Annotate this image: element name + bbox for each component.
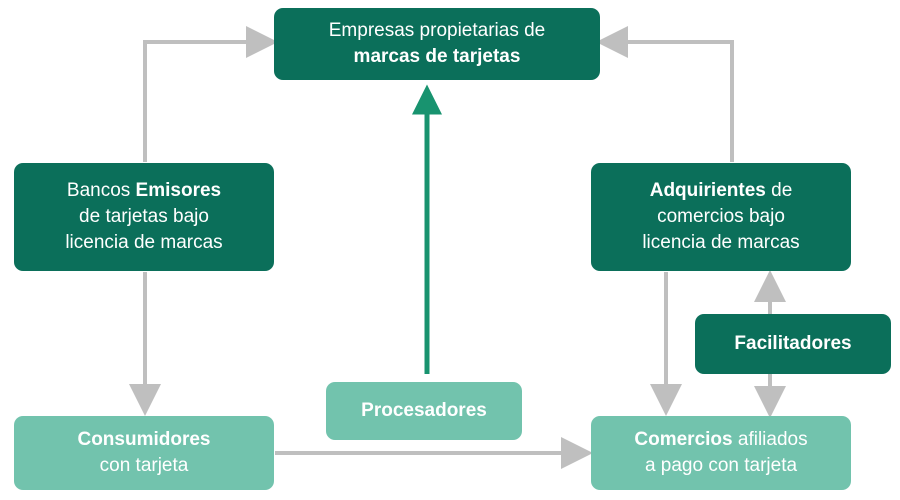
node-acquirers: Adquirientes de comercios bajo licencia … <box>591 163 851 271</box>
node-issuing-banks-line3: licencia de marcas <box>65 232 223 253</box>
node-acquirers-line2: comercios bajo <box>657 206 785 227</box>
node-consumers-line2: con tarjeta <box>99 455 189 476</box>
node-merchants-suffix: afiliados <box>732 429 808 450</box>
node-issuing-banks-line2: de tarjetas bajo <box>79 206 209 227</box>
node-acquirers-suffix: de <box>765 180 793 201</box>
node-merchants-line2: a pago con tarjeta <box>644 455 798 476</box>
node-brand-owners: Empresas propietarias de marcas de tarje… <box>274 8 600 80</box>
node-acquirers-line3: licencia de marcas <box>642 232 800 253</box>
arrow-issuers-to-brands <box>143 26 278 162</box>
node-consumers-bold: Consumidores <box>77 429 211 450</box>
node-acquirers-bold: Adquirientes <box>649 180 766 201</box>
node-processors-label: Procesadores <box>361 400 487 421</box>
node-brand-owners-line1: Empresas propietarias de <box>328 20 546 41</box>
node-facilitators-label: Facilitadores <box>734 333 852 354</box>
node-brand-owners-line2: marcas de tarjetas <box>353 46 521 67</box>
node-facilitators: Facilitadores <box>695 314 891 374</box>
node-issuing-banks: Bancos Emisores de tarjetas bajo licenci… <box>14 163 274 271</box>
node-merchants: Comercios afiliados a pago con tarjeta <box>591 416 851 490</box>
node-merchants-bold: Comercios <box>634 429 733 450</box>
node-processors: Procesadores <box>326 382 522 440</box>
node-issuing-banks-prefix: Bancos <box>66 180 136 201</box>
arrow-acquirers-to-brands <box>596 26 734 162</box>
node-issuing-banks-bold: Emisores <box>135 180 222 201</box>
node-consumers: Consumidores con tarjeta <box>14 416 274 490</box>
